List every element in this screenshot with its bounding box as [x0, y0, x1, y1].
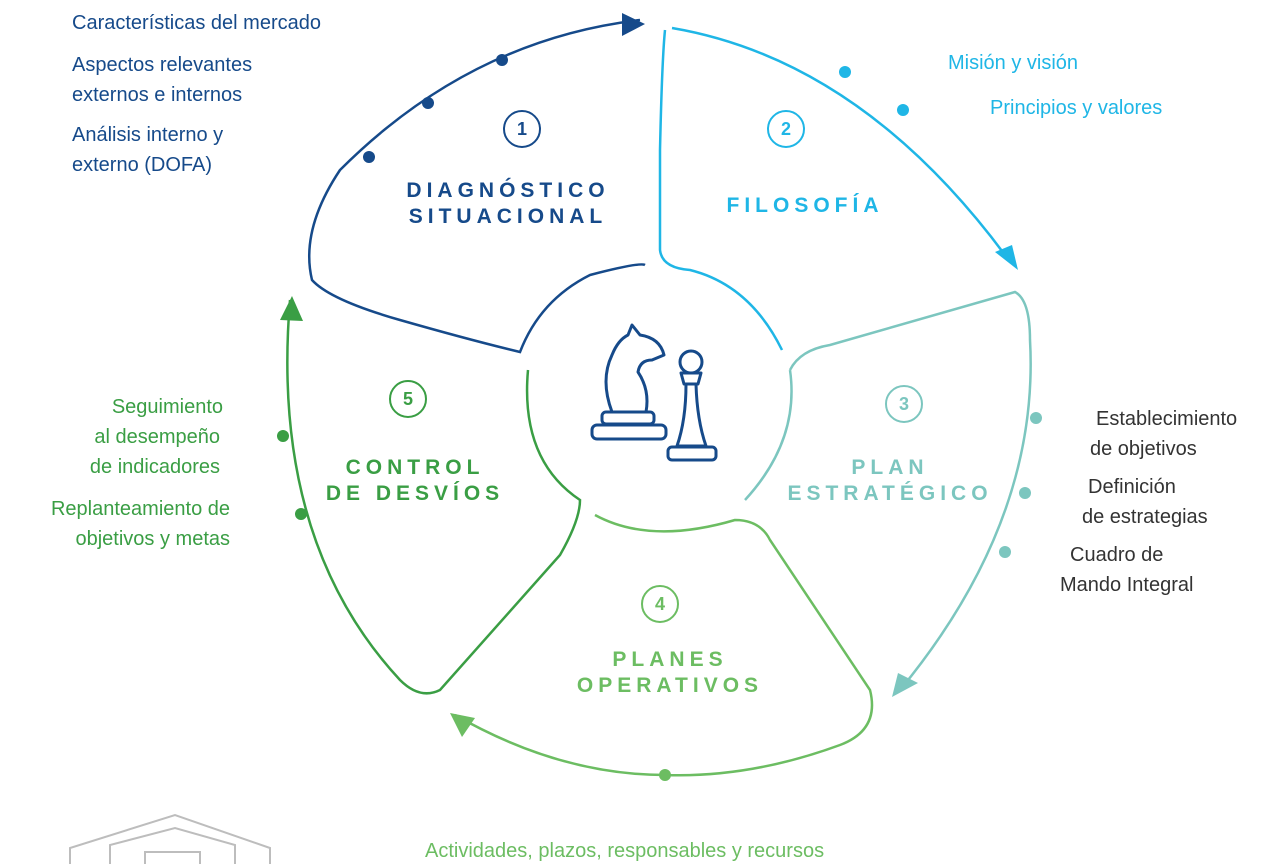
stage-5-number: 5 [389, 380, 427, 418]
arrowhead-4 [450, 713, 475, 737]
arrowhead-1 [622, 13, 645, 36]
stage-5-notes: Seguimiento al desempeño de indicadores … [50, 396, 230, 550]
stage-1-notes: Características del mercado Aspectos rel… [72, 12, 321, 176]
stage-2-notes-2: Principios y valores [990, 97, 1163, 119]
arrowhead-3 [892, 673, 918, 697]
stage-1-number: 1 [503, 110, 541, 148]
arrowhead-2 [995, 245, 1018, 270]
segment-planes-outline [454, 513, 874, 777]
stage-2-number: 2 [767, 110, 805, 148]
building-watermark-icon [69, 813, 271, 864]
stage-3-number: 3 [885, 385, 923, 423]
stage-2-notes: Misión y visión [948, 52, 1079, 74]
stage-4-notes: Actividades, plazos, responsables y recu… [425, 840, 825, 862]
chess-knight-and-pawn-icon [590, 323, 718, 462]
stage-3-notes: Establecimiento de objetivos Definición … [1060, 408, 1238, 596]
segment-plan-outline [744, 290, 1032, 691]
stage-4-number: 4 [641, 585, 679, 623]
segment-control-outline [286, 299, 582, 695]
segment-filosofia-outline [658, 26, 1007, 351]
bullet-dots [277, 54, 1042, 781]
stage-2-title: FILOSOFÍA [726, 194, 884, 217]
arrowhead-5 [280, 296, 303, 321]
